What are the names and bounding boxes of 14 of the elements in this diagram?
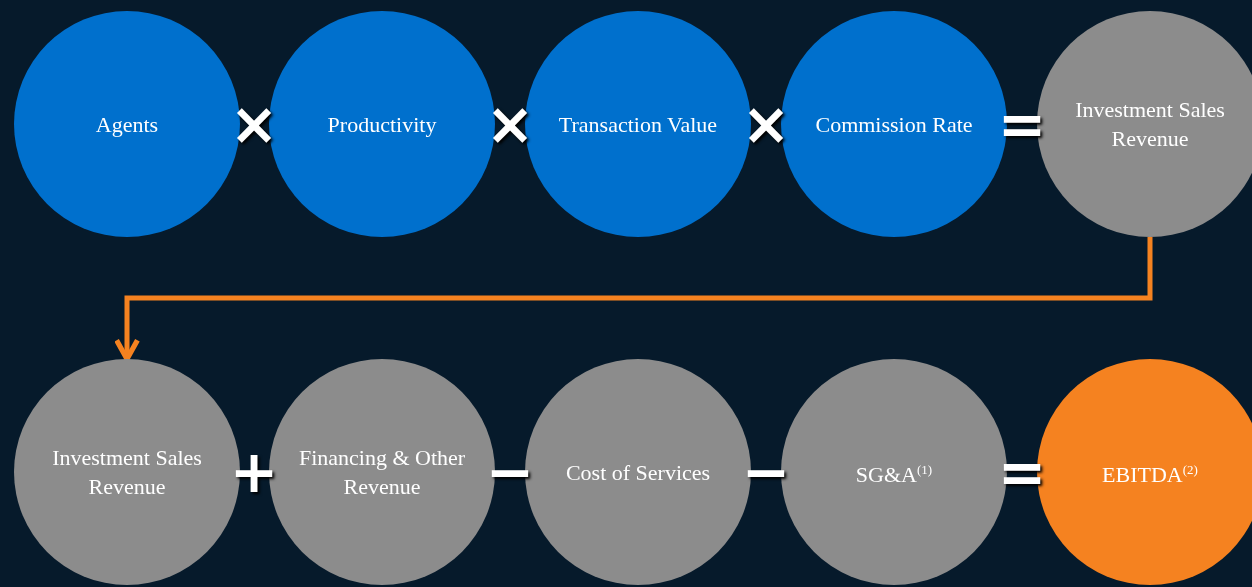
connector-arrow <box>114 237 1153 362</box>
node-label: Agents <box>95 110 159 139</box>
node-label: EBITDA$^{(2)}$ <box>1102 460 1198 490</box>
node-label: Investment Sales Revenue <box>51 444 203 501</box>
node-label: Commission Rate <box>815 110 973 139</box>
node-label: Cost of Services <box>565 458 711 487</box>
node-label: Financing & Other Revenue <box>297 444 467 501</box>
operator-sign: − <box>740 443 792 501</box>
operator-sign: − <box>484 443 536 501</box>
operator-sign: + <box>228 443 280 501</box>
node-label: Investment Sales Revenue <box>1074 96 1226 153</box>
node-label: Productivity <box>327 110 437 139</box>
node-label: Transaction Value <box>558 110 718 139</box>
node-label: SG&A$^{(1)}$ <box>855 460 933 490</box>
